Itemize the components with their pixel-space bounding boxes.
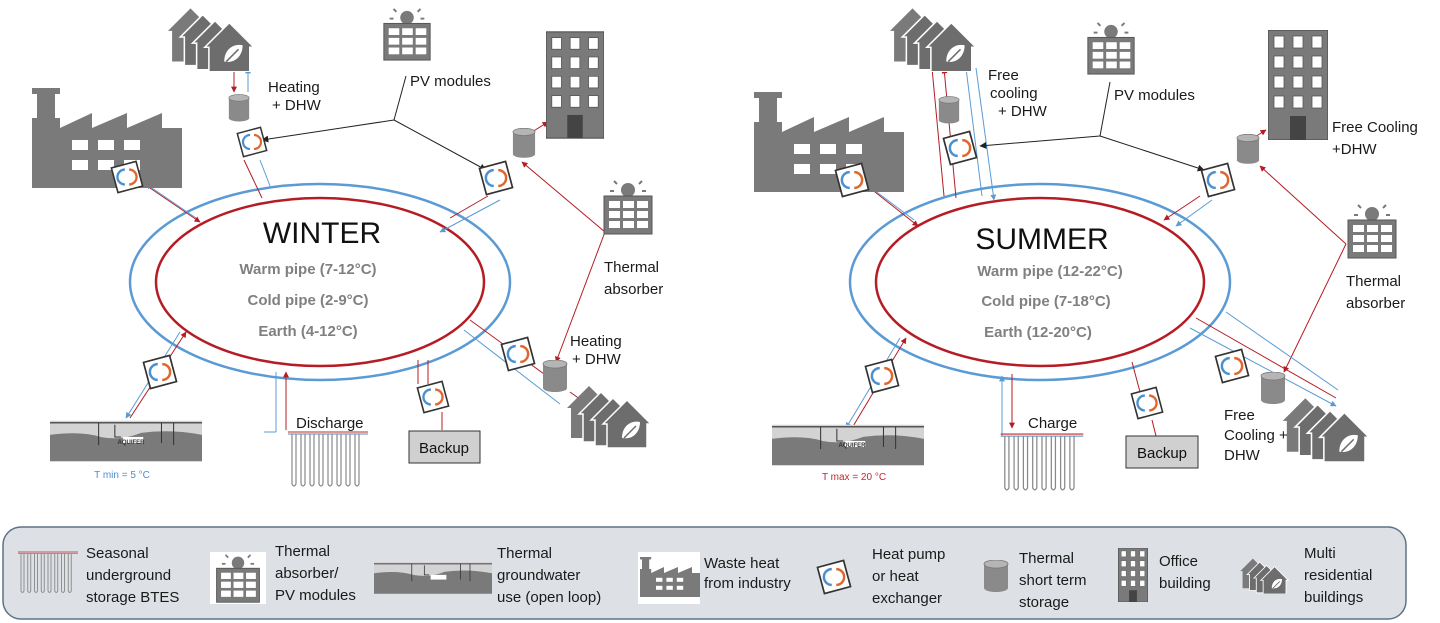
- heat-pump-icon: [110, 160, 144, 194]
- heat-pump-icon: [478, 160, 514, 196]
- winter-earth-label: Earth (4-12°C): [258, 323, 357, 340]
- heat-pump-icon: [942, 130, 978, 166]
- summer-charge-label: Charge: [1028, 415, 1077, 432]
- storage-tank-icon: [512, 128, 536, 158]
- storage-tank-icon: [228, 94, 250, 122]
- legend-label-factory: Waste heat from industry: [704, 555, 791, 592]
- solar-panel-icon: [1347, 204, 1397, 259]
- winter-tmin-note: T min = 5 °C: [94, 470, 150, 481]
- office-building-icon: [546, 31, 604, 139]
- legend-panel: [2, 526, 1407, 620]
- heat-pump-icon: [834, 162, 870, 198]
- solar-panel-icon: [1086, 22, 1136, 76]
- heat-pump-icon: [500, 336, 536, 372]
- summer-aquifer-label: AQUIFER: [839, 443, 867, 449]
- heat-pump-icon: [1214, 348, 1250, 384]
- houses-icon: [1282, 397, 1370, 462]
- summer-earth-label: Earth (12-20°C): [984, 324, 1092, 341]
- heat-pump-icon: [1200, 162, 1236, 198]
- office-building-icon: [1268, 30, 1328, 140]
- legend-label-btes: Seasonal underground storage BTES: [86, 545, 179, 606]
- summer-warm-pipe-label: Warm pipe (12-22°C): [977, 263, 1122, 280]
- summer-free-cooling-top-label: Free cooling + DHW: [988, 67, 1048, 120]
- houses-icon: [566, 385, 652, 448]
- summer-panel: SUMMER Warm pipe (12-22°C) Cold pipe (7-…: [754, 7, 1422, 491]
- storage-tank-icon: [1236, 134, 1260, 164]
- office-building-icon: [1118, 548, 1148, 602]
- summer-absorber-label: Thermal absorber: [1346, 273, 1405, 312]
- winter-aquifer-label: AQUIFER: [118, 440, 146, 446]
- winter-cold-pipe-label: Cold pipe (2-9°C): [248, 292, 369, 309]
- summer-free-cooling-office-label: Free Cooling +DHW: [1332, 119, 1422, 158]
- houses-icon: [890, 7, 977, 72]
- solar-panel-icon: [382, 8, 432, 62]
- heat-pump-icon: [1130, 386, 1164, 420]
- winter-heating-bottom-label: Heating + DHW: [570, 333, 626, 368]
- legend: Seasonal underground storage BTES Therma…: [2, 526, 1407, 620]
- legend-label-office: Office building: [1159, 553, 1211, 592]
- heat-pump-icon: [864, 358, 900, 394]
- summer-cold-pipe-label: Cold pipe (7-18°C): [981, 293, 1110, 310]
- heat-pump-icon: [236, 126, 268, 158]
- legend-label-heat-pump: Heat pump or heat exchanger: [872, 546, 950, 607]
- legend-label-tank: Thermal short term storage: [1019, 550, 1091, 611]
- winter-backup-label: Backup: [419, 440, 469, 457]
- summer-title: SUMMER: [975, 223, 1108, 256]
- btes-icon: [1000, 433, 1084, 491]
- winter-title: WINTER: [263, 217, 381, 250]
- btes-icon: [287, 431, 369, 487]
- houses-icon: [168, 7, 255, 72]
- winter-pv-label: PV modules: [410, 73, 491, 90]
- legend-label-houses: Multi residential buildings: [1304, 545, 1377, 606]
- legend-label-aquifer: Thermal groundwater use (open loop): [497, 545, 601, 606]
- summer-cold-ring: [848, 182, 1232, 382]
- winter-cold-ring: [128, 182, 512, 382]
- winter-heating-top-label: Heating + DHW: [268, 79, 324, 114]
- heat-pump-icon: [816, 559, 852, 595]
- storage-tank-icon: [938, 96, 960, 124]
- summer-backup-label: Backup: [1137, 445, 1187, 462]
- summer-warm-ring: [874, 196, 1206, 368]
- storage-tank-icon: [542, 360, 568, 392]
- heat-pump-icon: [142, 354, 178, 390]
- aquifer-icon: [374, 562, 492, 594]
- factory-icon: [32, 88, 182, 188]
- summer-tmax-note: T max = 20 °C: [822, 472, 886, 483]
- winter-warm-pipe-label: Warm pipe (7-12°C): [239, 261, 376, 278]
- winter-discharge-label: Discharge: [296, 415, 364, 432]
- winter-backup-box: [408, 430, 481, 464]
- legend-label-solar: Thermal absorber/ PV modules: [275, 543, 356, 604]
- solar-panel-icon: [603, 180, 653, 235]
- summer-backup-box: [1125, 435, 1199, 469]
- factory-icon: [754, 92, 904, 192]
- winter-absorber-label: Thermal absorber: [604, 259, 663, 298]
- summer-free-cooling-bottom-label: Free Cooling + DHW: [1224, 407, 1292, 464]
- storage-tank-icon: [983, 560, 1009, 592]
- winter-panel: WINTER Warm pipe (7-12°C) Cold pipe (2-9…: [32, 7, 663, 487]
- heat-pump-icon: [416, 380, 450, 414]
- summer-pv-label: PV modules: [1114, 87, 1195, 104]
- winter-warm-ring: [154, 196, 486, 368]
- storage-tank-icon: [1260, 372, 1286, 404]
